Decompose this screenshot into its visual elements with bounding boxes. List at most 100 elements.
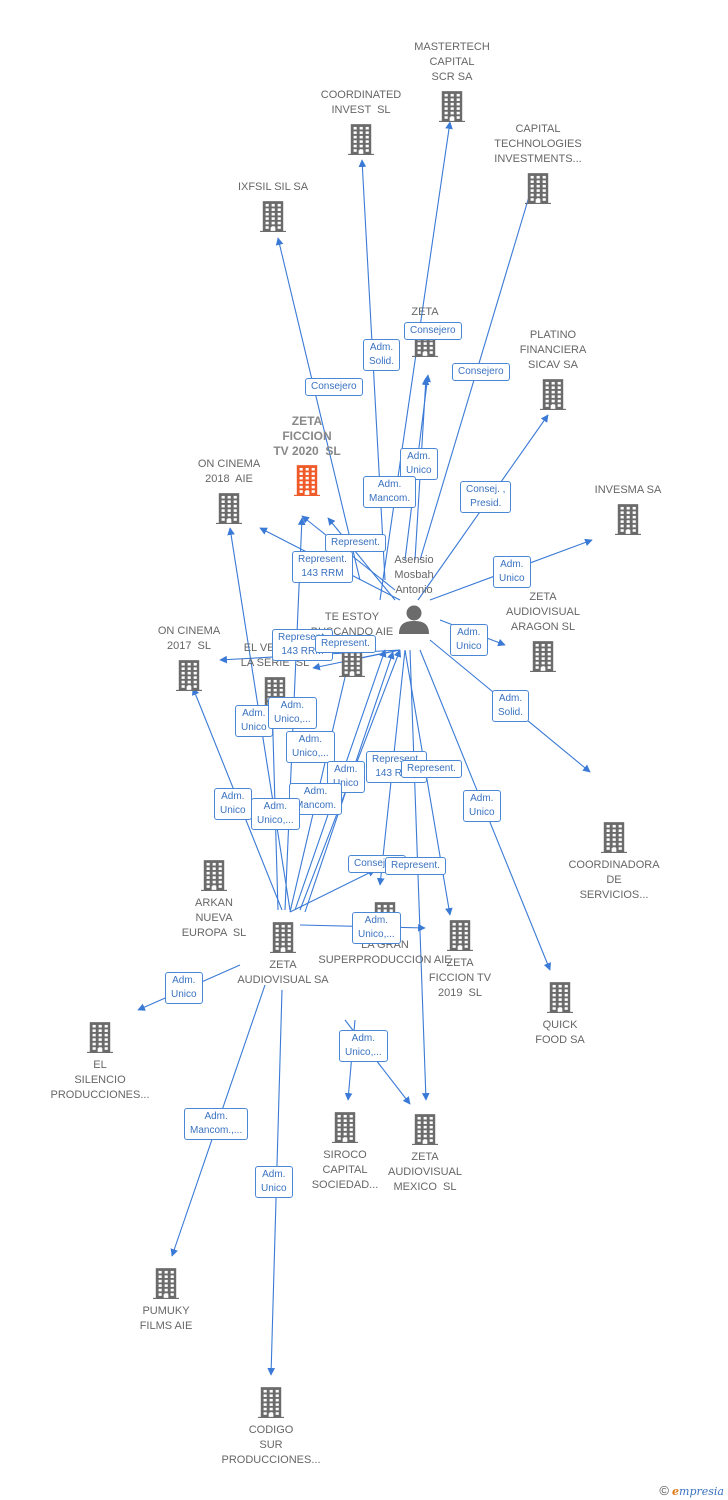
relation-edge: [327, 517, 396, 601]
company-name: ZETA FICCION TV 2019 SL: [428, 957, 492, 999]
person-name: Asensio Mosbah Antonio: [394, 554, 434, 596]
relation-label[interactable]: Represent.: [385, 857, 446, 875]
company-name: ZETA AUDIOVISUAL ARAGON SL: [506, 591, 580, 633]
relation-label[interactable]: Consejero: [305, 378, 363, 396]
company-name: PUMUKY FILMS AIE: [139, 1305, 193, 1332]
building-icon: [439, 91, 465, 122]
relation-label[interactable]: Adm. Unico,...: [339, 1030, 388, 1062]
relation-label[interactable]: Adm. Unico,...: [251, 798, 300, 830]
company-node-invesma[interactable]: INVESMA SA: [553, 483, 703, 536]
company-name: IXFSIL SIL SA: [237, 181, 309, 193]
building-icon: [216, 493, 242, 524]
relation-label[interactable]: Represent.: [315, 635, 376, 653]
building-icon: [153, 1268, 179, 1299]
relation-label[interactable]: Adm. Unico,...: [268, 697, 317, 729]
company-node-siroco[interactable]: SIROCO CAPITAL SOCIEDAD...: [270, 1110, 420, 1193]
relation-label[interactable]: Adm. Unico: [463, 790, 501, 822]
relation-label[interactable]: Consejero: [452, 363, 510, 381]
company-node-arkan[interactable]: ARKAN NUEVA EUROPA SL: [139, 858, 289, 941]
relation-label[interactable]: Adm. Unico: [255, 1166, 293, 1198]
building-icon: [260, 201, 286, 232]
company-name: ZETA AUDIOVISUAL MEXICO SL: [388, 1151, 462, 1193]
company-name: PLATINO FINANCIERA SICAV SA: [519, 329, 587, 371]
building-icon: [176, 660, 202, 691]
relation-label[interactable]: Adm. Unico: [450, 624, 488, 656]
footer-brand[interactable]: © empresia: [659, 1483, 724, 1498]
company-node-coordinadora[interactable]: COORDINADORA DE SERVICIOS...: [539, 820, 689, 903]
building-icon: [332, 1112, 358, 1143]
company-node-zeta-ficcion-2019[interactable]: ZETA FICCION TV 2019 SL: [385, 918, 535, 1001]
relation-label[interactable]: Represent.: [401, 760, 462, 778]
company-name: CODIGO SUR PRODUCCIONES...: [221, 1424, 321, 1466]
relation-edge: [289, 869, 376, 913]
relation-edge: [275, 237, 361, 581]
relation-label[interactable]: Adm. Unico: [214, 788, 252, 820]
building-icon: [270, 922, 296, 953]
person-node[interactable]: Asensio Mosbah Antonio: [382, 553, 446, 634]
relation-label[interactable]: Adm. Unico: [493, 556, 531, 588]
company-name: ARKAN NUEVA EUROPA SL: [181, 897, 247, 939]
copyright-symbol: ©: [659, 1483, 669, 1498]
company-name: ZETA FICCION TV 2020 SL: [273, 414, 341, 458]
building-icon: [447, 920, 473, 951]
company-name: SIROCO CAPITAL SOCIEDAD...: [311, 1149, 379, 1191]
person-icon: [399, 605, 429, 634]
building-icon: [540, 379, 566, 410]
relation-label[interactable]: Adm. Unico: [235, 705, 273, 737]
building-icon: [601, 822, 627, 853]
building-icon: [615, 504, 641, 535]
company-name: INVESMA SA: [594, 484, 662, 496]
company-name: LA GRAN SUPERPRODUCCION AIE: [318, 939, 452, 966]
company-node-ixfsil[interactable]: IXFSIL SIL SA: [198, 180, 348, 233]
company-name: ON CINEMA 2018 AIE: [197, 458, 261, 485]
relation-label[interactable]: Adm. Unico,...: [286, 731, 335, 763]
company-node-coordinated[interactable]: COORDINATED INVEST SL: [286, 88, 436, 156]
brand-first-letter: e: [672, 1485, 680, 1498]
company-node-zeta-audiovisual[interactable]: ZETA AUDIOVISUAL SA: [208, 920, 358, 988]
relation-label[interactable]: Represent. 143 RRM: [272, 629, 333, 661]
company-node-el-silencio[interactable]: EL SILENCIO PRODUCCIONES...: [25, 1020, 175, 1103]
company-node-quick-food[interactable]: QUICK FOOD SA: [485, 980, 635, 1048]
relation-label[interactable]: Adm. Unico: [400, 448, 438, 480]
company-name: ZETA AUDIOVISUAL SA: [237, 959, 329, 986]
building-icon: [412, 1114, 438, 1145]
company-name: CAPITAL TECHNOLOGIES INVESTMENTS...: [494, 123, 582, 165]
building-icon: [258, 1387, 284, 1418]
relation-label[interactable]: Consejero: [404, 322, 462, 340]
relation-label[interactable]: Adm. Solid.: [492, 690, 530, 722]
relation-label[interactable]: Adm. Solid.: [363, 339, 401, 371]
company-name: ON CINEMA 2017 SL: [157, 625, 221, 652]
relation-label[interactable]: Represent. 143 RRM: [292, 551, 353, 583]
company-node-on-cinema-2017[interactable]: ON CINEMA 2017 SL: [114, 624, 264, 692]
company-node-zeta-aragon[interactable]: ZETA AUDIOVISUAL ARAGON SL: [468, 590, 618, 673]
relation-label[interactable]: Consej. , Presid.: [460, 481, 512, 513]
building-icon: [530, 641, 556, 672]
relation-label[interactable]: Adm. Mancom.,...: [184, 1108, 249, 1140]
building-icon: [201, 860, 227, 891]
company-node-mastertech[interactable]: MASTERTECH CAPITAL SCR SA: [377, 40, 527, 123]
company-name: COORDINATED INVEST SL: [320, 89, 402, 116]
building-icon: [294, 465, 320, 496]
company-node-codigo-sur[interactable]: CODIGO SUR PRODUCCIONES...: [196, 1385, 346, 1468]
company-name: EL SILENCIO PRODUCCIONES...: [50, 1059, 150, 1101]
relation-edge: [409, 649, 430, 1101]
building-icon: [87, 1022, 113, 1053]
company-node-zeta-mexico[interactable]: ZETA AUDIOVISUAL MEXICO SL: [350, 1112, 500, 1195]
company-node-platino[interactable]: PLATINO FINANCIERA SICAV SA: [478, 328, 628, 411]
company-node-zeta-ficcion-2020[interactable]: ZETA FICCION TV 2020 SL: [232, 414, 382, 497]
building-icon: [348, 124, 374, 155]
company-name: COORDINADORA DE SERVICIOS...: [568, 859, 660, 901]
brand-rest: mpresia: [679, 1485, 724, 1498]
company-node-capital-tech[interactable]: CAPITAL TECHNOLOGIES INVESTMENTS...: [463, 122, 613, 205]
relation-label[interactable]: Adm. Unico,...: [352, 912, 401, 944]
company-node-on-cinema-2018[interactable]: ON CINEMA 2018 AIE: [154, 457, 304, 525]
company-name: QUICK FOOD SA: [535, 1019, 585, 1046]
relation-edge: [379, 121, 453, 601]
relation-label[interactable]: Represent.: [325, 534, 386, 552]
relation-label[interactable]: Adm. Unico: [165, 972, 203, 1004]
relation-label[interactable]: Adm. Mancom.: [363, 476, 417, 508]
company-node-pumuky[interactable]: PUMUKY FILMS AIE: [91, 1266, 241, 1334]
company-name: MASTERTECH CAPITAL SCR SA: [414, 41, 490, 83]
building-icon: [525, 173, 551, 204]
company-name: ZETA: [411, 306, 439, 318]
